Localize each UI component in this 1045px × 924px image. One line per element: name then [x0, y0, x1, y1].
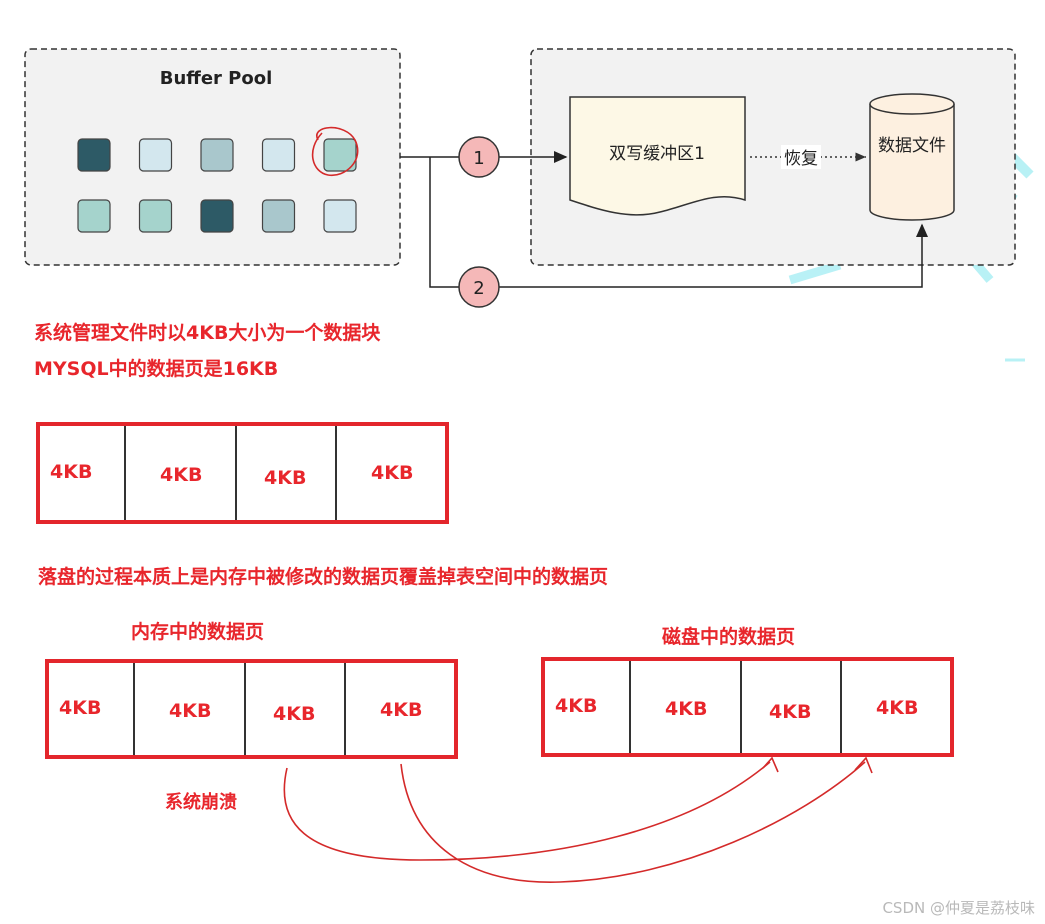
- buffer-page-10: [323, 199, 357, 233]
- watermark: CSDN @仲夏是荔枝味: [882, 899, 1035, 917]
- block-cell: 4KB: [380, 699, 423, 721]
- block-cell: 4KB: [876, 697, 919, 719]
- buffer-page-1: [77, 138, 111, 172]
- crash-label: 系统崩溃: [165, 792, 237, 813]
- step-2-marker: 2: [458, 266, 500, 308]
- datafile-cylinder: [869, 93, 955, 221]
- recover-label: 恢复: [784, 149, 818, 169]
- buffer-page-4: [261, 138, 296, 172]
- disk-page-blocks: 4KB 4KB 4KB 4KB: [541, 657, 954, 757]
- page-blocks-top: 4KB 4KB 4KB 4KB: [36, 422, 449, 524]
- circle-annotation: [311, 126, 359, 177]
- note-page-size: MYSQL中的数据页是16KB: [34, 358, 279, 380]
- block-cell: 4KB: [126, 426, 237, 520]
- buffer-page-2: [138, 138, 173, 172]
- buffer-pool-panel: Buffer Pool: [24, 48, 401, 266]
- note-block-size: 系统管理文件时以4KB大小为一个数据块: [34, 322, 381, 344]
- step-1-marker: 1: [458, 136, 500, 178]
- step-1-label: 1: [473, 148, 484, 169]
- disk-page-title: 磁盘中的数据页: [662, 626, 796, 648]
- block-cell: 4KB: [135, 663, 246, 755]
- buffer-page-7: [138, 199, 173, 233]
- buffer-page-5: [323, 138, 357, 172]
- block-cell: 4KB: [742, 661, 842, 753]
- note-flush-process: 落盘的过程本质上是内存中被修改的数据页覆盖掉表空间中的数据页: [38, 566, 609, 588]
- memory-page-blocks: 4KB 4KB 4KB 4KB: [45, 659, 458, 759]
- block-cell: 4KB: [49, 663, 135, 755]
- block-cell: 4KB: [40, 426, 126, 520]
- step-2-label: 2: [473, 278, 484, 299]
- buffer-page-9: [261, 199, 296, 233]
- storage-panel: 双写缓冲区1 恢复 数据文件: [530, 48, 1016, 266]
- block-cell: 4KB: [246, 663, 346, 755]
- block-cell: 4KB: [545, 661, 631, 753]
- doublewrite-buffer-label: 双写缓冲区1: [609, 144, 705, 164]
- doublewrite-buffer-shape: [569, 96, 746, 216]
- block-cell: 4KB: [631, 661, 742, 753]
- buffer-page-3: [200, 138, 234, 172]
- datafile-label: 数据文件: [878, 136, 946, 156]
- block-cell: 4KB: [371, 462, 414, 484]
- flow-connectors: [400, 151, 928, 288]
- buffer-pool-title: Buffer Pool: [160, 68, 273, 89]
- buffer-page-8: [200, 199, 234, 233]
- block-cell: 4KB: [237, 426, 337, 520]
- memory-page-title: 内存中的数据页: [131, 621, 265, 643]
- buffer-page-6: [77, 199, 111, 233]
- crash-flush-arrows: [283, 756, 873, 883]
